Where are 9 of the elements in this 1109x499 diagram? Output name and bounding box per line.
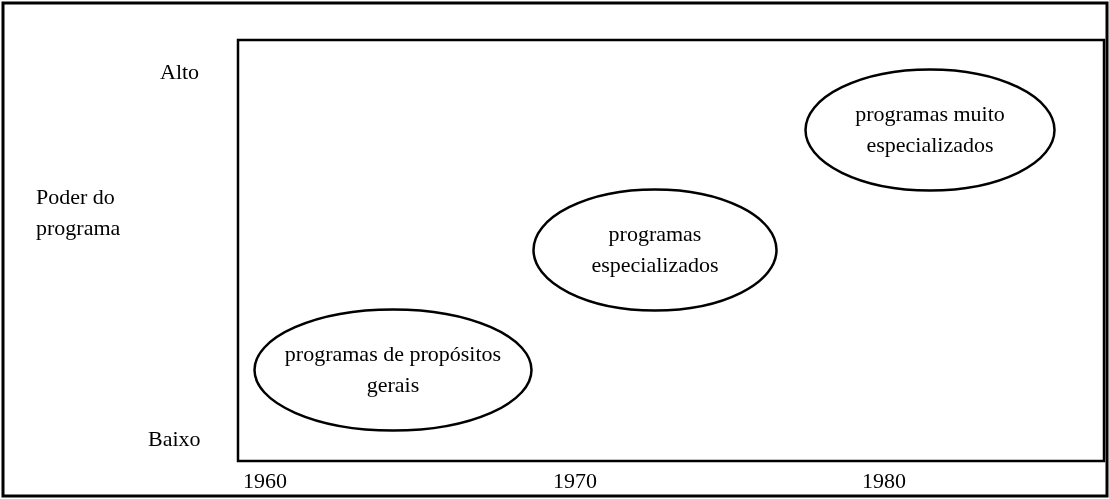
oval-node: programas muito especializados bbox=[804, 68, 1056, 192]
tick-label: 1960 bbox=[243, 467, 287, 495]
tick-label: 1980 bbox=[862, 467, 906, 495]
axis-value-label: Baixo bbox=[148, 425, 201, 453]
axis-title: Poder do programa bbox=[36, 183, 122, 242]
oval-node: programas especializados bbox=[532, 188, 778, 312]
oval-node: programas de propósitos gerais bbox=[253, 308, 533, 432]
tick-label: 1970 bbox=[553, 467, 597, 495]
axis-value-label: Alto bbox=[160, 58, 200, 86]
